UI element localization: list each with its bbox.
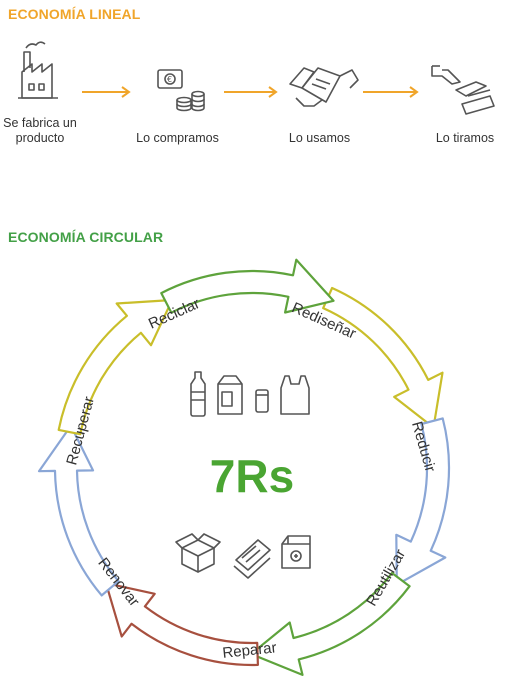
trash-hand-icon bbox=[431, 65, 495, 115]
ring-segment-redisenar bbox=[322, 286, 444, 429]
step-label-usamos: Lo usamos bbox=[288, 131, 351, 145]
box-icon bbox=[175, 533, 221, 573]
circular-ring bbox=[37, 258, 451, 676]
circular-economy-title: ECONOMÍA CIRCULAR bbox=[8, 229, 164, 245]
ring-segment-reciclar bbox=[160, 258, 335, 314]
newspaper-icon bbox=[233, 539, 271, 579]
ring-label-reparar: Reparar bbox=[222, 639, 278, 662]
linear-arrow-3 bbox=[363, 86, 419, 98]
center-7rs-label: 7Rs bbox=[210, 450, 294, 502]
step-label-tiramos: Lo tiramos bbox=[435, 131, 495, 145]
linear-arrow-2 bbox=[224, 86, 278, 98]
carton-icon bbox=[217, 375, 243, 415]
step-label-compramos: Lo compramos bbox=[136, 131, 219, 145]
linear-arrow-1 bbox=[82, 86, 131, 98]
linear-economy-title: ECONOMÍA LINEAL bbox=[8, 6, 141, 22]
can-icon bbox=[255, 389, 269, 413]
money-icon: € bbox=[157, 69, 205, 112]
step-label-fabrica: Se fabrica un producto bbox=[3, 116, 77, 145]
factory-icon bbox=[18, 41, 58, 99]
hands-using-icon bbox=[289, 67, 359, 107]
package-icon bbox=[281, 535, 311, 569]
bottle-icon bbox=[190, 371, 206, 417]
bag-icon bbox=[280, 375, 310, 415]
svg-text:€: € bbox=[167, 75, 172, 84]
